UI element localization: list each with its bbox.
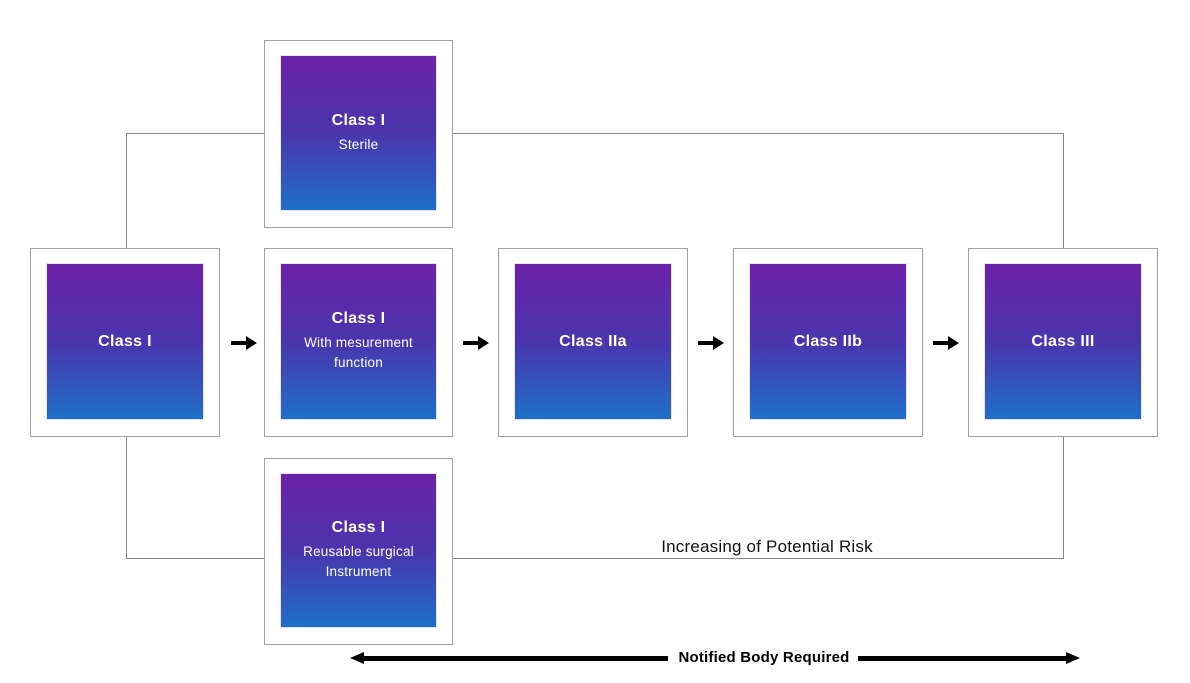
node-card: Class I With mesurement function: [280, 263, 437, 420]
notified-body-label: Notified Body Required: [678, 649, 850, 666]
node-class1-measurement: Class I With mesurement function: [264, 248, 453, 437]
node-class3: Class III: [968, 248, 1158, 437]
node-class1: Class I: [30, 248, 220, 437]
node-title: Class III: [1031, 332, 1095, 350]
span-arrow-line: [858, 656, 1066, 661]
node-class1-reusable: Class I Reusable surgical Instrument: [264, 458, 453, 645]
node-subtitle: Reusable surgical Instrument: [303, 544, 414, 579]
node-title: Class I: [98, 332, 152, 350]
node-class2b: Class IIb: [733, 248, 923, 437]
flow-right-arrow-icon: [463, 336, 489, 350]
left-arrowhead-icon: [350, 652, 364, 664]
node-card: Class I Reusable surgical Instrument: [280, 473, 437, 628]
right-arrowhead-icon: [1066, 652, 1080, 664]
node-card: Class I Sterile: [280, 55, 437, 211]
connector-line-bottom-right: [1063, 437, 1064, 559]
node-card: Class IIa: [514, 263, 672, 420]
flow-right-arrow-icon: [698, 336, 724, 350]
node-title: Class I: [331, 519, 386, 537]
node-subtitle: Sterile: [338, 136, 379, 152]
node-title: Class IIb: [793, 332, 863, 350]
span-arrow-line: [362, 656, 668, 661]
risk-axis-label: Increasing of Potential Risk: [661, 537, 873, 556]
node-title: Class I: [331, 310, 386, 328]
node-title: Class I: [331, 111, 386, 129]
flow-right-arrow-icon: [933, 336, 959, 350]
connector-line-top: [126, 133, 1064, 134]
connector-line-bottom-left: [126, 437, 127, 559]
node-subtitle: With mesurement function: [304, 335, 413, 370]
connector-line-top-right: [1063, 133, 1064, 248]
node-class2a: Class IIa: [498, 248, 688, 437]
node-card: Class I: [46, 263, 204, 420]
connector-line-top-left: [126, 133, 127, 248]
node-card: Class IIb: [749, 263, 907, 420]
node-class1-sterile: Class I Sterile: [264, 40, 453, 228]
flow-right-arrow-icon: [231, 336, 257, 350]
node-card: Class III: [984, 263, 1142, 420]
node-title: Class IIa: [559, 332, 627, 350]
connector-line-bottom: [126, 558, 1064, 559]
